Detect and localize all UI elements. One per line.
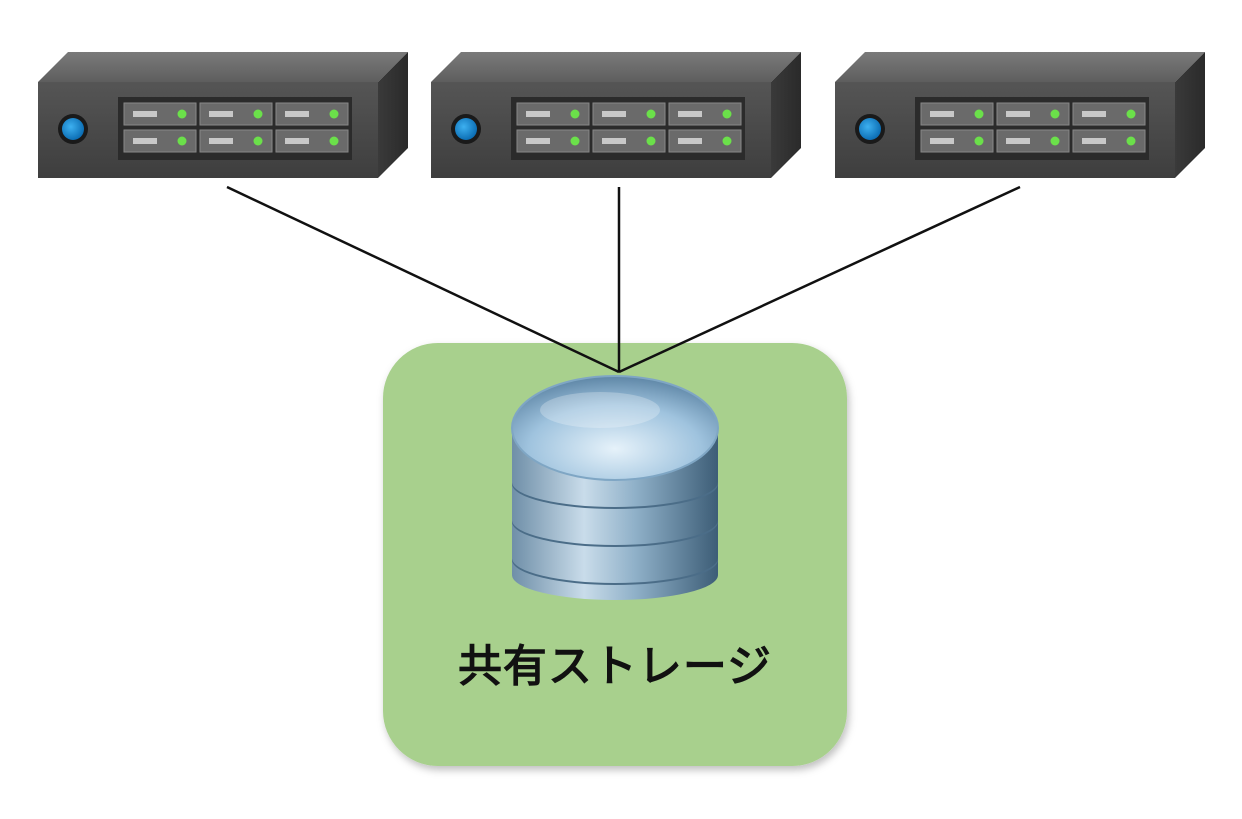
drive-led-icon (329, 109, 339, 119)
connection-lines (226, 185, 1021, 374)
storage-label: 共有ストレージ (457, 641, 773, 692)
drive-bay (123, 102, 197, 126)
drive-led-icon (1050, 136, 1060, 146)
drive-led-icon (253, 109, 263, 119)
drive-bay (920, 129, 994, 153)
drive-bay (592, 102, 666, 126)
drive-bay (668, 129, 742, 153)
drive-led-icon (570, 109, 580, 119)
drive-led-icon (1126, 109, 1136, 119)
server-1 (38, 52, 408, 178)
drive-led-icon (570, 136, 580, 146)
drive-bay (199, 102, 273, 126)
database-cylinder-icon (511, 375, 719, 600)
drive-led-icon (253, 136, 263, 146)
server-2 (431, 52, 801, 178)
drive-led-icon (1050, 109, 1060, 119)
drive-bay (275, 102, 349, 126)
drive-bay (920, 102, 994, 126)
drive-led-icon (646, 109, 656, 119)
drive-bay (199, 129, 273, 153)
drive-led-icon (1126, 136, 1136, 146)
drive-bay (996, 102, 1070, 126)
connection-line-1 (226, 185, 620, 374)
drive-bay (1072, 129, 1146, 153)
drive-bay (996, 129, 1070, 153)
drive-led-icon (177, 109, 187, 119)
drive-led-icon (722, 136, 732, 146)
drive-led-icon (974, 136, 984, 146)
drive-bay (1072, 102, 1146, 126)
drive-led-icon (177, 136, 187, 146)
drive-bay (123, 129, 197, 153)
drive-bay (275, 129, 349, 153)
drive-bay (668, 102, 742, 126)
drive-led-icon (646, 136, 656, 146)
drive-led-icon (974, 109, 984, 119)
drive-led-icon (329, 136, 339, 146)
connection-line-3 (618, 185, 1021, 374)
drive-led-icon (722, 109, 732, 119)
drive-bay (516, 129, 590, 153)
drive-bay (516, 102, 590, 126)
server-3 (835, 52, 1205, 178)
drive-bay (592, 129, 666, 153)
